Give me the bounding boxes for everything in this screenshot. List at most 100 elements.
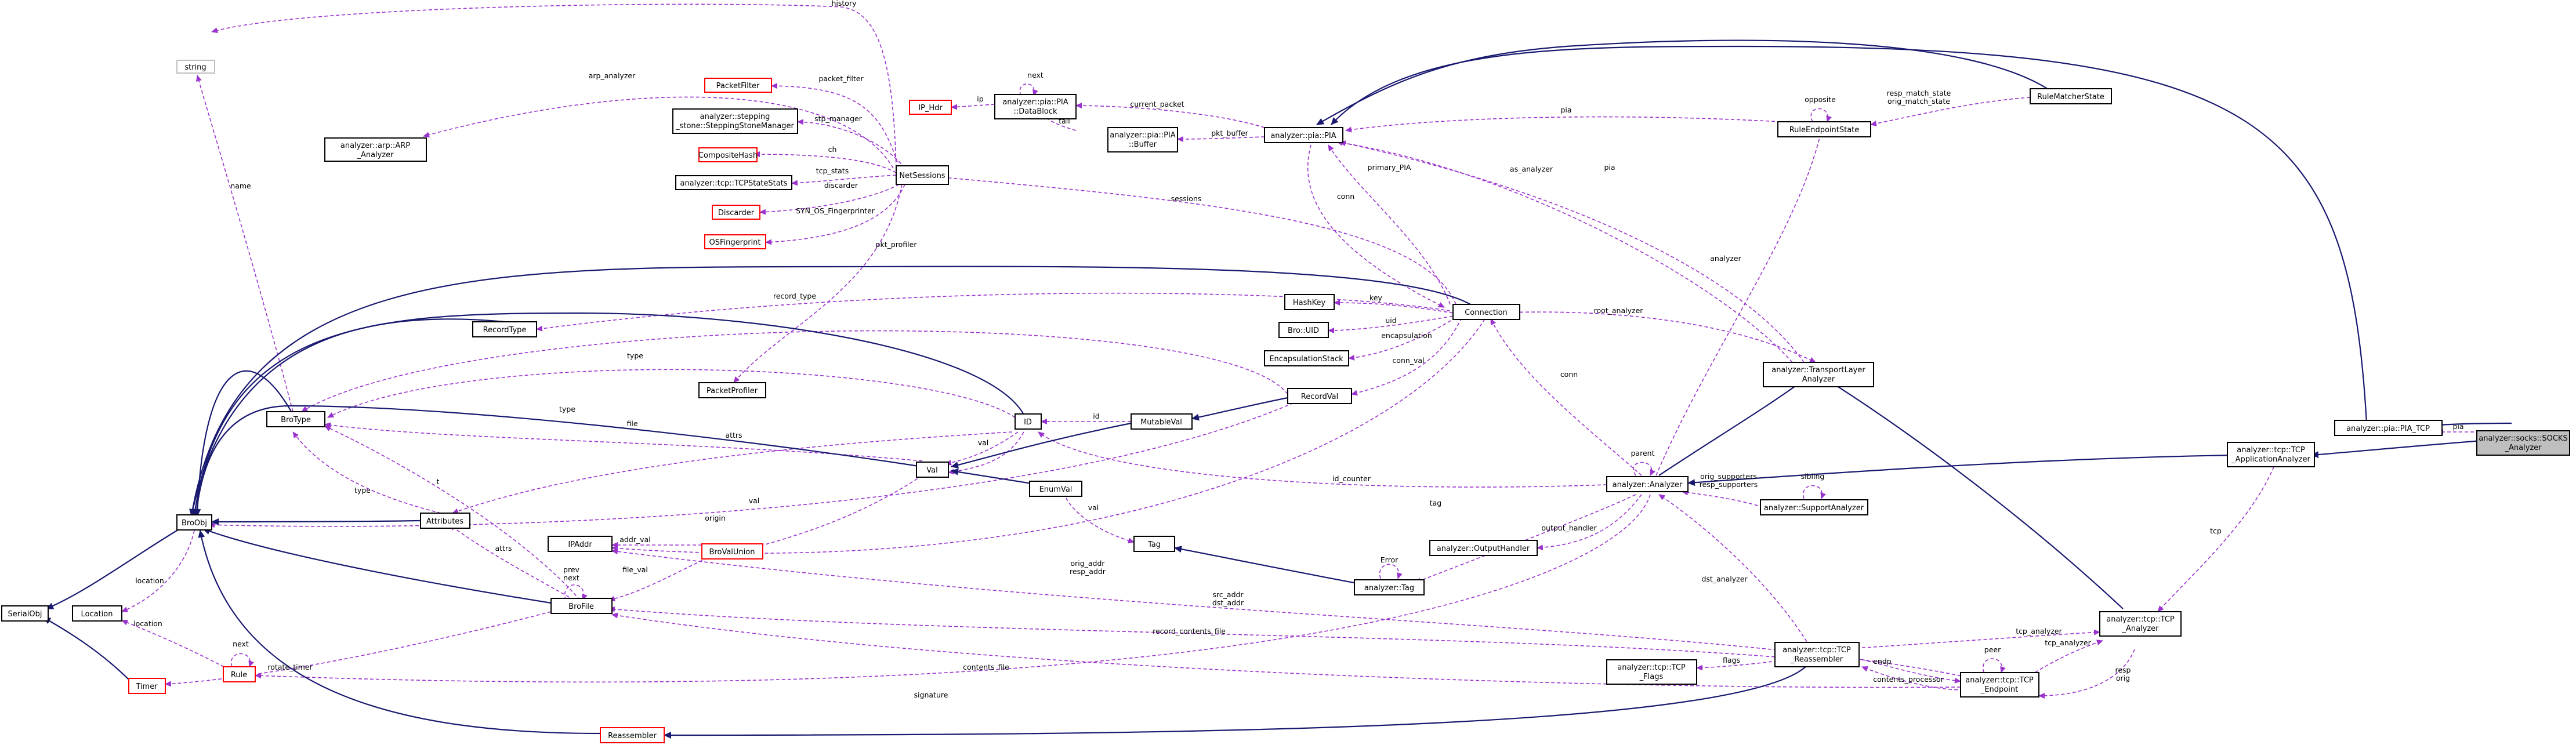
- node-brofile[interactable]: BroFile: [550, 598, 613, 614]
- edge-tcp-endpoint-self-peer: [1982, 658, 2006, 673]
- edge-label-resp-match-state: resp_match_state: [1887, 89, 1951, 97]
- node-tag[interactable]: Tag: [1133, 536, 1175, 552]
- edge-mutableval-val: [951, 422, 1132, 468]
- node-serialobj[interactable]: SerialObj: [1, 605, 49, 622]
- svg-text:OSFingerprint: OSFingerprint: [709, 238, 760, 247]
- node-arp-analyzer[interactable]: analyzer::arp::ARP _Analyzer: [324, 137, 427, 162]
- edge-label-error: Error: [1381, 555, 1398, 564]
- edge-label-location-broobj: location: [135, 576, 164, 585]
- edge-connection-broobj: [189, 266, 1471, 517]
- edge-brotype-broobj: [194, 370, 294, 517]
- edge-ruleendpoint-self-opposite: [1810, 108, 1832, 122]
- edge-recordval-mutableval: [1191, 396, 1291, 421]
- node-brotype[interactable]: BroType: [266, 411, 325, 427]
- node-tcp-endpoint[interactable]: analyzer::tcp::TCP _Endpoint: [1960, 672, 2039, 697]
- node-discarder[interactable]: Discarder: [712, 205, 760, 220]
- node-recordtype[interactable]: RecordType: [472, 321, 537, 337]
- node-supportanalyzer[interactable]: analyzer::SupportAnalyzer: [1760, 499, 1868, 515]
- edge-label-resp-supporters: resp_supporters: [1700, 480, 1758, 489]
- edge-label-orig-match-state: orig_match_state: [1887, 97, 1950, 106]
- node-encapsulationstack[interactable]: EncapsulationStack: [1264, 350, 1349, 366]
- edge-label-pkt-profiler: pkt_profiler: [876, 240, 918, 249]
- node-tcp-flags[interactable]: analyzer::tcp::TCP _Flags: [1606, 659, 1697, 685]
- node-osfingerprint[interactable]: OSFingerprint: [704, 234, 766, 249]
- edge-label-history: history: [832, 0, 857, 8]
- svg-text:analyzer::pia::PIA: analyzer::pia::PIA: [1110, 131, 1175, 140]
- node-ruleendpointstate[interactable]: RuleEndpointState: [1777, 121, 1871, 137]
- edge-label-attrs-id: attrs: [725, 431, 742, 439]
- node-packetfilter[interactable]: PacketFilter: [704, 78, 772, 93]
- svg-text:analyzer::tcp::TCP: analyzer::tcp::TCP: [1617, 663, 1686, 672]
- node-id[interactable]: ID: [1015, 413, 1042, 430]
- node-transportlayer-analyzer[interactable]: analyzer::TransportLayer Analyzer: [1763, 362, 1874, 387]
- svg-text:RuleEndpointState: RuleEndpointState: [1789, 126, 1860, 135]
- node-analyzer[interactable]: analyzer::Analyzer: [1606, 476, 1689, 492]
- node-stepping[interactable]: analyzer::stepping _stone::SteppingStone…: [672, 108, 798, 134]
- edge-label-pkt-buffer: pkt_buffer: [1211, 129, 1248, 137]
- edge-connection-pia-primary: [1328, 144, 1451, 305]
- node-location[interactable]: Location: [72, 605, 122, 622]
- edge-tcp-endpoint-reasm-contents: [1861, 666, 1964, 691]
- node-compositehash[interactable]: CompositeHash: [698, 147, 758, 162]
- node-recordval[interactable]: RecordVal: [1287, 388, 1352, 404]
- edge-datablock-iphdr: [951, 104, 995, 110]
- svg-text:Tag: Tag: [1147, 540, 1161, 549]
- node-reassembler[interactable]: Reassembler: [600, 727, 665, 743]
- svg-text:_stone::SteppingStoneManager: _stone::SteppingStoneManager: [675, 122, 794, 130]
- node-connection[interactable]: Connection: [1452, 304, 1520, 320]
- edge-label-ip: ip: [977, 95, 983, 103]
- node-datablock[interactable]: analyzer::pia::PIA ::DataBlock: [994, 94, 1077, 119]
- node-bro-uid[interactable]: Bro::UID: [1278, 322, 1329, 338]
- edges: [43, 3, 2512, 739]
- node-tcpstats[interactable]: analyzer::tcp::TCPStateStats: [675, 175, 792, 190]
- edge-recordtype-broobj: [189, 318, 505, 517]
- node-enumval[interactable]: EnumVal: [1029, 481, 1082, 497]
- node-outputhandler[interactable]: analyzer::OutputHandler: [1429, 540, 1538, 556]
- svg-text:analyzer::tcp::TCPStateStats: analyzer::tcp::TCPStateStats: [680, 179, 787, 188]
- edge-label-id: id: [1093, 412, 1099, 420]
- edge-label-tcp: tcp: [2210, 526, 2222, 535]
- edge-label-peer: peer: [1984, 645, 2001, 654]
- node-tcp-analyzer[interactable]: analyzer::tcp::TCP _Analyzer: [2099, 611, 2182, 637]
- svg-text:Val: Val: [926, 466, 937, 475]
- edge-netsessions-discarder: [759, 184, 900, 215]
- node-rule[interactable]: Rule: [223, 666, 256, 682]
- node-analyzer-tag[interactable]: analyzer::Tag: [1354, 579, 1425, 595]
- svg-text:Analyzer: Analyzer: [1802, 375, 1835, 384]
- node-packetprofiler[interactable]: PacketProfiler: [698, 382, 766, 398]
- edge-connection-recordtype: [536, 292, 1457, 332]
- edge-analyzer-id-counter: [1038, 431, 1607, 488]
- node-string[interactable]: string: [176, 60, 215, 74]
- node-tcp-application-analyzer[interactable]: analyzer::tcp::TCP _ApplicationAnalyzer: [2227, 442, 2315, 467]
- node-socks-analyzer[interactable]: analyzer::socks::SOCKS _Analyzer: [2476, 430, 2570, 456]
- node-ipaddr[interactable]: IPAddr: [548, 536, 613, 552]
- svg-text:SerialObj: SerialObj: [8, 610, 42, 619]
- node-broobj[interactable]: BroObj: [176, 514, 212, 531]
- edge-analyzer-rule-signature: [255, 494, 1651, 683]
- node-mutableval[interactable]: MutableVal: [1131, 413, 1193, 430]
- edge-pia-connection-conn: [1307, 144, 1445, 308]
- edge-connection-uid: [1328, 315, 1454, 333]
- edge-brovalunion-brofile: [608, 557, 708, 602]
- node-buffer[interactable]: analyzer::pia::PIA ::Buffer: [1107, 127, 1178, 152]
- node-ip-hdr[interactable]: IP_Hdr: [909, 100, 952, 115]
- node-brovalunion[interactable]: BroValUnion: [701, 543, 763, 560]
- svg-text:Rule: Rule: [231, 671, 247, 680]
- edge-label-syn-os: SYN_OS_Fingerprinter: [796, 206, 875, 215]
- node-hashkey[interactable]: HashKey: [1284, 294, 1335, 310]
- edge-label-next-brofile: next: [563, 573, 579, 582]
- node-netsessions[interactable]: NetSessions: [896, 165, 949, 185]
- edge-pia-buffer: [1177, 136, 1265, 142]
- node-val[interactable]: Val: [916, 462, 949, 478]
- edge-id-attributes-attrs: [452, 431, 1013, 514]
- svg-text:analyzer::Analyzer: analyzer::Analyzer: [1613, 481, 1683, 489]
- node-rulematcherstate[interactable]: RuleMatcherState: [2030, 88, 2112, 104]
- node-tcp-reassembler[interactable]: analyzer::tcp::TCP _Reassembler: [1774, 642, 1860, 667]
- node-timer[interactable]: Timer: [128, 678, 166, 694]
- node-attributes[interactable]: Attributes: [420, 513, 470, 529]
- edge-tcp-app-analyzer: [1687, 454, 2240, 486]
- edge-attributes-broobj: [211, 518, 421, 525]
- node-pia-tcp[interactable]: analyzer::pia::PIA_TCP: [2334, 420, 2443, 436]
- edge-attributes-brotype-type: [292, 431, 441, 514]
- node-pia[interactable]: analyzer::pia::PIA: [1264, 127, 1343, 143]
